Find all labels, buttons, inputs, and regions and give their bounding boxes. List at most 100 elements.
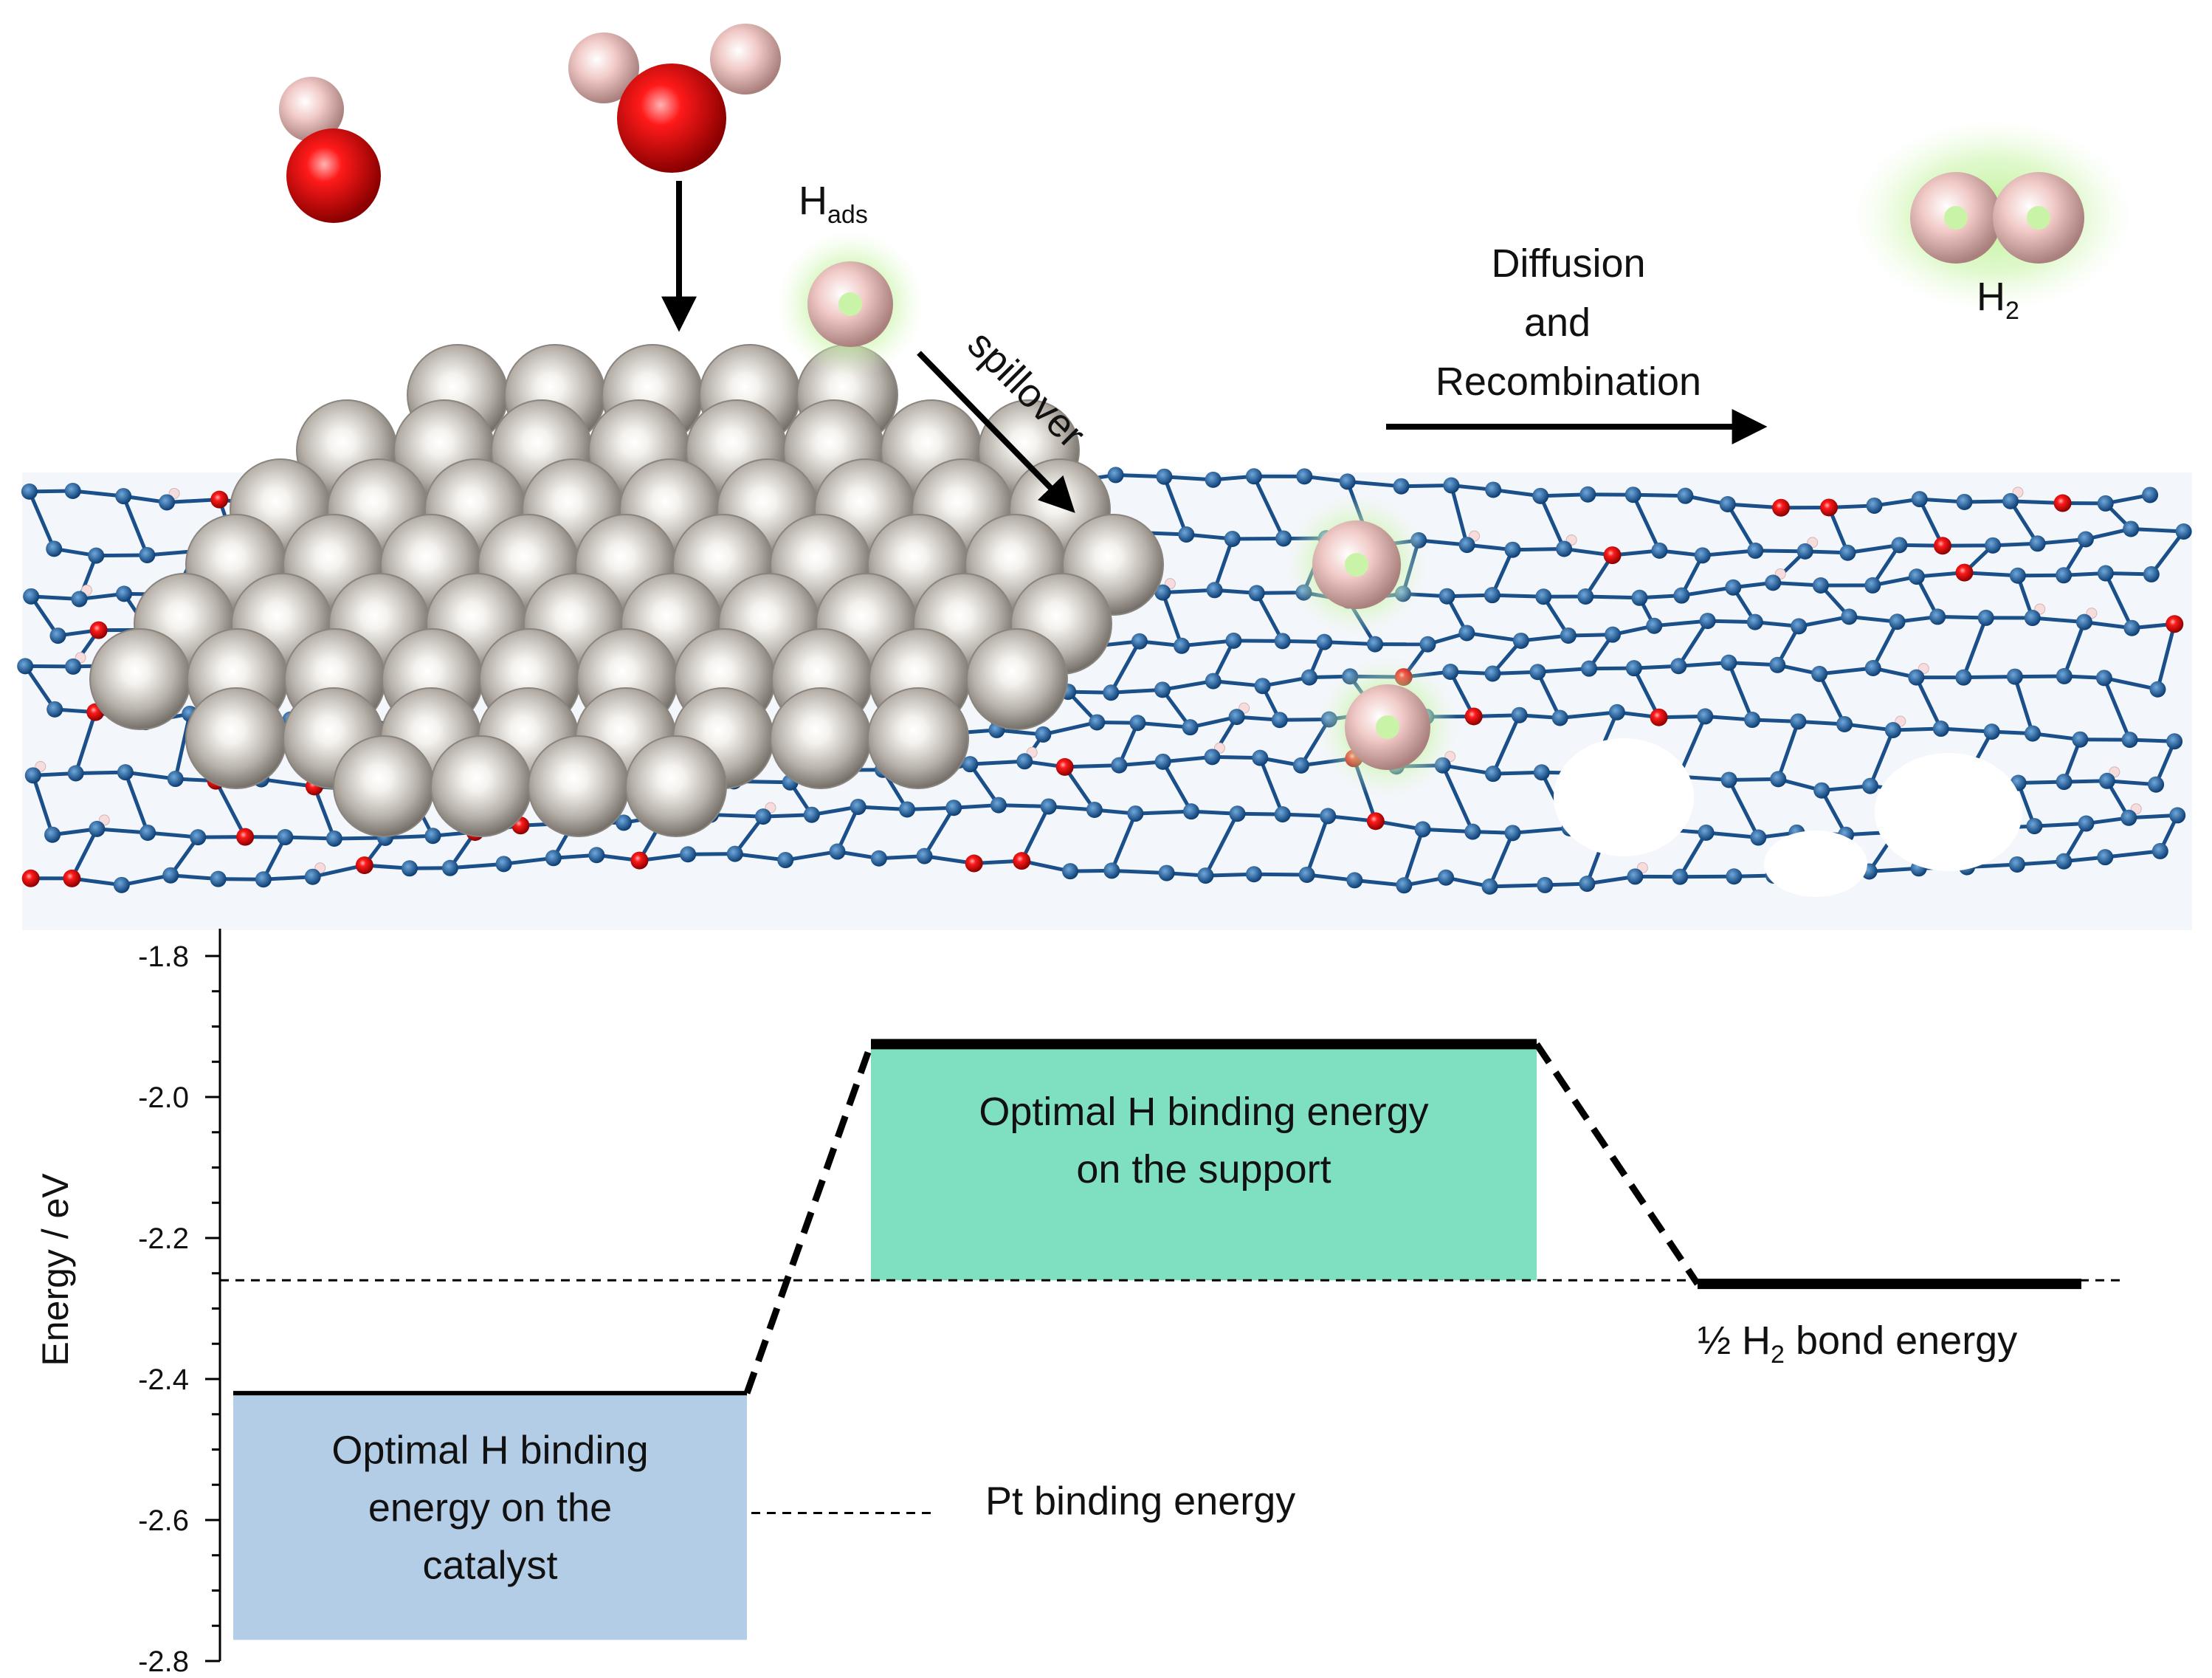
support-bond	[1727, 502, 1782, 510]
carbon-atom	[1252, 749, 1269, 766]
support-bond	[24, 664, 57, 711]
hydrogen-core	[838, 292, 862, 316]
support-bond	[858, 805, 908, 811]
carbon-atom	[588, 847, 605, 864]
carbon-atom	[1529, 664, 1546, 681]
carbon-atom	[1812, 577, 1829, 594]
support-box-label: on the support	[1076, 1147, 1331, 1192]
support-bond	[2104, 572, 2134, 629]
oxygen-atom	[2053, 494, 2072, 512]
carbon-atom	[1225, 632, 1242, 649]
support-bond	[31, 774, 55, 836]
carbon-atom	[1511, 706, 1528, 723]
carbon-atom	[870, 850, 887, 867]
hydrogen-atom	[568, 32, 639, 103]
support-bond	[1112, 868, 1167, 876]
carbon-atom	[1040, 798, 1057, 815]
carbon-atom	[1274, 633, 1291, 650]
carbon-atom	[67, 765, 84, 782]
oxygen-atom	[21, 869, 40, 887]
support-bond	[1821, 784, 1871, 793]
support-bond	[1964, 571, 2019, 578]
support-bond	[1162, 679, 1214, 692]
carbon-atom	[1624, 486, 1641, 503]
carbon-atom	[1889, 613, 1906, 630]
carbon-atom	[1512, 632, 1529, 649]
carbon-atom	[2169, 807, 2186, 824]
carbon-atom	[1811, 665, 1828, 682]
carbon-atom	[1103, 684, 1120, 701]
carbon-atom	[2078, 815, 2095, 832]
support-bond	[312, 785, 337, 839]
carbon-atom	[44, 826, 61, 843]
carbon-atom	[1864, 659, 1881, 676]
pt-atom	[770, 687, 872, 789]
carbon-atom	[1458, 537, 1475, 554]
support-bond	[1020, 805, 1050, 862]
catalyst-box	[233, 1393, 747, 1640]
support-bond	[1560, 710, 1618, 720]
diffusion-label-line3: Recombination	[1436, 360, 1701, 404]
support-bond	[27, 490, 56, 550]
support-bond	[2032, 616, 2085, 625]
carbon-atom	[1248, 585, 1265, 602]
support-bond	[1161, 591, 1184, 647]
carbon-atom	[1533, 764, 1550, 781]
carbon-atom	[1367, 636, 1384, 653]
carbon-atom	[2121, 732, 2138, 749]
carbon-atom	[1770, 771, 1787, 788]
carbon-atom	[1035, 726, 1052, 743]
carbon-atom	[1154, 584, 1171, 601]
support-bond	[710, 813, 764, 819]
carbon-atom	[1197, 867, 1214, 884]
carbon-atom	[1932, 721, 1949, 737]
support-bond	[1488, 832, 1515, 887]
support-bond	[2106, 779, 2157, 787]
carbon-atom	[1677, 487, 1694, 504]
support-bond	[123, 771, 150, 833]
carbon-atom	[1765, 574, 1782, 591]
support-bond	[1537, 667, 1590, 674]
catalyst-box-label: energy on the	[368, 1486, 612, 1530]
carbon-atom	[1699, 613, 1716, 630]
support-bond	[1963, 675, 2015, 680]
carbon-atom	[116, 585, 133, 602]
support-bond	[2129, 813, 2178, 820]
carbon-atom	[2151, 842, 2168, 859]
carbon-atom	[1458, 625, 1475, 642]
carbon-atom	[210, 870, 227, 887]
oxygen-atom	[617, 63, 726, 173]
carbon-atom	[777, 852, 794, 869]
carbon-atom	[1908, 669, 1925, 686]
support-bond	[1868, 729, 1895, 787]
carbon-atom	[1339, 473, 1356, 490]
support-bond	[70, 828, 99, 880]
support-bond	[1536, 671, 1562, 719]
carbon-atom	[495, 856, 512, 873]
carbon-atom	[1089, 714, 1106, 731]
carbon-atom	[2056, 853, 2073, 870]
carbon-atom	[1504, 541, 1521, 558]
carbon-atom	[1484, 587, 1500, 604]
y-tick-label: -1.8	[138, 941, 189, 973]
carbon-atom	[2175, 523, 2192, 540]
carbon-atom	[2008, 856, 2025, 873]
support-pore	[1875, 753, 2022, 871]
h2-label: H2	[1977, 275, 2019, 325]
support-bond	[1354, 878, 1405, 887]
support-bond	[1729, 777, 1779, 782]
support-bond	[1449, 484, 1470, 546]
support-bond	[2104, 675, 2158, 692]
carbon-atom	[2097, 495, 2114, 512]
carbon-atom	[1275, 530, 1292, 547]
support-bond	[970, 759, 1025, 766]
support-bond	[74, 711, 97, 774]
y-tick-label: -2.2	[138, 1223, 189, 1255]
carbon-atom	[1719, 496, 1736, 513]
carbon-atom	[1977, 609, 1994, 626]
carbon-atom	[1396, 877, 1413, 894]
carbon-atom	[2002, 492, 2019, 509]
carbon-atom	[1245, 866, 1262, 883]
carbon-atom	[1608, 704, 1625, 721]
carbon-atom	[1670, 658, 1687, 675]
